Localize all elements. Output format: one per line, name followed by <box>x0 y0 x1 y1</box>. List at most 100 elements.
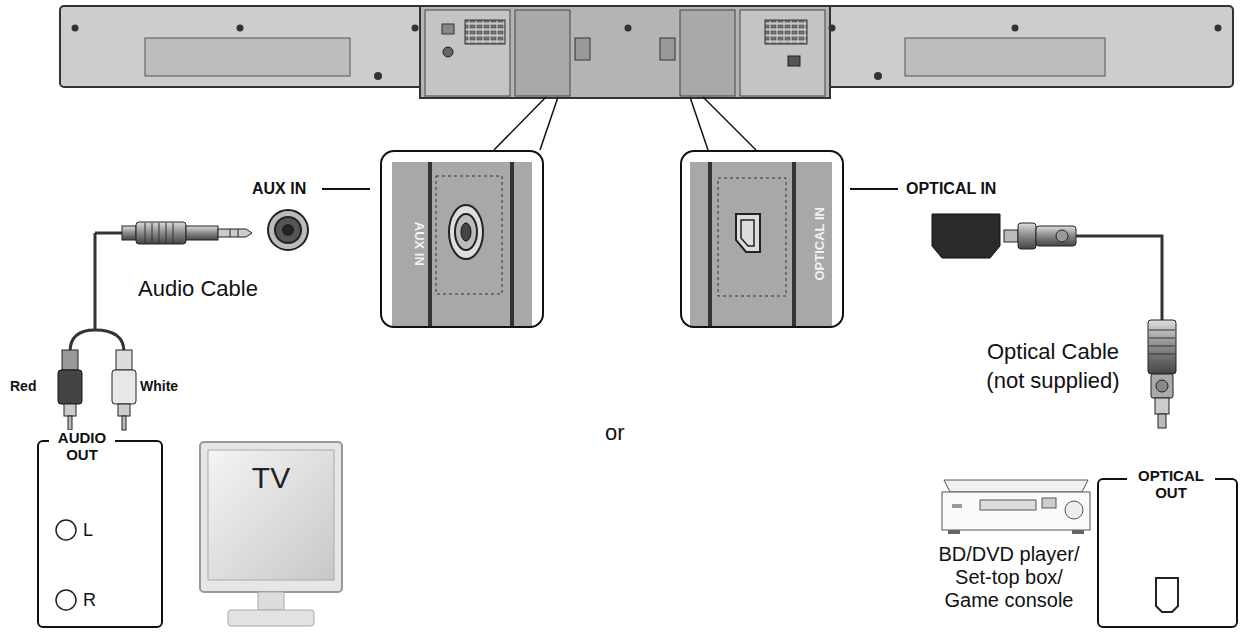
jack-label: R <box>83 590 96 612</box>
audio-plug-part <box>62 350 78 370</box>
dvd-player-part <box>980 500 1036 510</box>
audio-plug-part <box>122 416 126 430</box>
aux-inset-part <box>436 176 502 294</box>
soundbar-part-part <box>1012 25 1019 32</box>
optical-plug-part-part <box>1149 338 1175 339</box>
audio-out-box: AUDIO OUTLR <box>37 440 163 628</box>
optical-inset <box>680 150 844 328</box>
audio-plug-part <box>145 223 173 243</box>
dvd-player-part <box>1072 530 1084 534</box>
optical-inset-part <box>690 162 832 328</box>
cable-label: Optical Cable (not supplied) <box>968 338 1138 395</box>
audio-plug-part <box>112 370 136 404</box>
leader-line-part <box>850 188 898 190</box>
plug-color-label: Red <box>10 378 36 395</box>
optical-inset-part <box>736 214 760 252</box>
soundbar-part <box>465 20 505 44</box>
node-heading: AUDIO OUT <box>49 430 115 463</box>
tv-screen: TV <box>208 450 338 580</box>
dvd-player-part <box>1065 501 1083 519</box>
audio-plug-part-part <box>166 223 167 243</box>
aux-inset-part <box>510 162 514 328</box>
leader-line-part <box>703 97 756 150</box>
aux-jack-part <box>268 210 308 250</box>
optical-inset-part <box>792 162 796 328</box>
aux-inset-part <box>392 162 532 328</box>
audio-plug-part <box>94 233 97 330</box>
audio-plug-part <box>58 370 82 404</box>
aux-inset-part <box>428 162 432 328</box>
tv-part <box>228 610 314 626</box>
audio-plug-part <box>95 330 124 352</box>
audio-plug-part <box>95 232 125 235</box>
optical-plug-part <box>1151 374 1173 398</box>
audio-out-jack <box>56 520 76 610</box>
node-heading: OPTICAL IN <box>812 194 828 294</box>
soundbar-part-part <box>237 25 244 32</box>
audio-plug-part <box>70 330 95 352</box>
port-label: OPTICAL IN <box>906 179 996 198</box>
dvd-player <box>942 480 1090 534</box>
node-heading: AUX IN <box>411 209 427 279</box>
optical-inset-part <box>741 220 754 246</box>
soundbar-part <box>788 56 800 66</box>
soundbar-part-part <box>874 72 882 80</box>
aux-in-inset: AUX IN <box>380 150 544 328</box>
optical-plug-part-part <box>1149 330 1175 331</box>
audio-plug-part <box>186 226 218 240</box>
tv <box>200 442 342 626</box>
dvd-player-part <box>948 530 960 534</box>
soundbar-part <box>660 38 675 60</box>
soundbar-part <box>72 25 1222 81</box>
audio-out-jack-part <box>56 590 76 610</box>
aux-inset-part <box>449 205 483 259</box>
soundbar-part <box>145 38 350 76</box>
soundbar <box>60 6 1233 98</box>
leader-line <box>494 97 756 150</box>
leader-line-part <box>540 97 558 150</box>
audio-plug-part <box>230 229 231 237</box>
optical-plug-part-part <box>1149 346 1175 347</box>
audio-plug-part-part <box>173 223 174 243</box>
leader-line <box>322 188 898 190</box>
jack-label: L <box>83 520 93 542</box>
optical-plug-part <box>1158 414 1166 428</box>
audio-plug-part <box>64 404 76 416</box>
aux-jack-part <box>282 224 294 236</box>
optical-plug-part <box>1156 380 1168 392</box>
port-label: AUX IN <box>252 179 306 198</box>
optical-plug <box>932 214 1176 428</box>
leader-line-part <box>322 188 370 190</box>
optical-in-inset: OPTICAL IN <box>680 150 844 328</box>
tv-part <box>258 592 284 610</box>
optical-plug-part <box>1056 230 1068 242</box>
optical-plug-part <box>1155 398 1169 414</box>
soundbar-part <box>905 38 1105 76</box>
plug-color-label: White <box>140 378 178 395</box>
optical-inset-part <box>708 162 712 328</box>
audio-plug-part <box>122 226 136 240</box>
optical-plug-part <box>1018 223 1036 249</box>
node-heading: OPTICAL OUT <box>1127 468 1215 501</box>
optical-plug-part <box>1004 230 1018 242</box>
optical-plug-part <box>1148 320 1176 374</box>
dvd-player-part <box>1042 498 1056 508</box>
aux-jack-part <box>275 217 301 243</box>
optical-out-port <box>1156 578 1178 612</box>
audio-plug-part <box>136 222 186 244</box>
aux-jack <box>268 210 308 250</box>
audio-plug <box>58 222 252 430</box>
soundbar-part-part <box>829 25 836 32</box>
audio-plug-part-part <box>152 223 153 243</box>
leader-line-part <box>494 97 546 150</box>
optical-inset-part <box>718 178 786 296</box>
aux-inset-part <box>461 223 471 241</box>
audio-plug-part <box>238 229 239 237</box>
optical-plug-part <box>1149 330 1175 354</box>
or-label: or <box>605 420 625 446</box>
cable-label: Audio Cable <box>138 276 258 302</box>
audio-plug-part-part <box>145 223 146 243</box>
dvd-player-part <box>942 492 1090 530</box>
tv-part <box>208 450 334 580</box>
